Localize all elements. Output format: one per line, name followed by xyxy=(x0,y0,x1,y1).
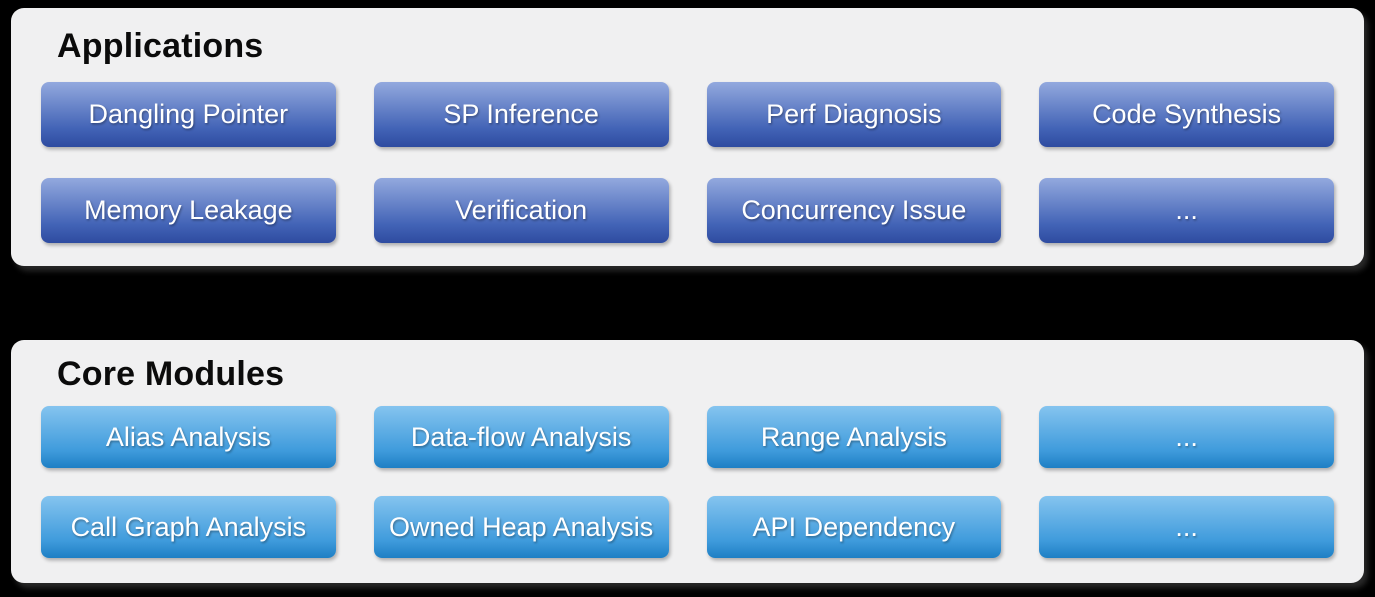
core-modules-title: Core Modules xyxy=(57,355,285,393)
core-modules-row-2: Call Graph Analysis Owned Heap Analysis … xyxy=(41,496,1334,558)
box-verification: Verification xyxy=(373,178,669,243)
box-code-synthesis: Code Synthesis xyxy=(1039,82,1334,147)
applications-title: Applications xyxy=(57,27,264,65)
box-data-flow-analysis: Data-flow Analysis xyxy=(373,406,669,468)
box-sp-inference: SP Inference xyxy=(373,82,669,147)
box-call-graph-analysis: Call Graph Analysis xyxy=(41,496,336,558)
box-applications-ellipsis: ... xyxy=(1039,178,1334,243)
core-modules-panel: Core Modules Alias Analysis Data-flow An… xyxy=(11,340,1364,583)
box-perf-diagnosis: Perf Diagnosis xyxy=(706,82,1002,147)
box-owned-heap-analysis: Owned Heap Analysis xyxy=(373,496,669,558)
applications-row-1: Dangling Pointer SP Inference Perf Diagn… xyxy=(41,82,1334,147)
core-modules-row-1: Alias Analysis Data-flow Analysis Range … xyxy=(41,406,1334,468)
box-alias-analysis: Alias Analysis xyxy=(41,406,336,468)
box-concurrency-issue: Concurrency Issue xyxy=(706,178,1002,243)
applications-row-2: Memory Leakage Verification Concurrency … xyxy=(41,178,1334,243)
box-api-dependency: API Dependency xyxy=(706,496,1002,558)
box-core-ellipsis-1: ... xyxy=(1039,406,1334,468)
box-range-analysis: Range Analysis xyxy=(706,406,1002,468)
box-dangling-pointer: Dangling Pointer xyxy=(41,82,336,147)
box-core-ellipsis-2: ... xyxy=(1039,496,1334,558)
box-memory-leakage: Memory Leakage xyxy=(41,178,336,243)
applications-panel: Applications Dangling Pointer SP Inferen… xyxy=(11,8,1364,266)
